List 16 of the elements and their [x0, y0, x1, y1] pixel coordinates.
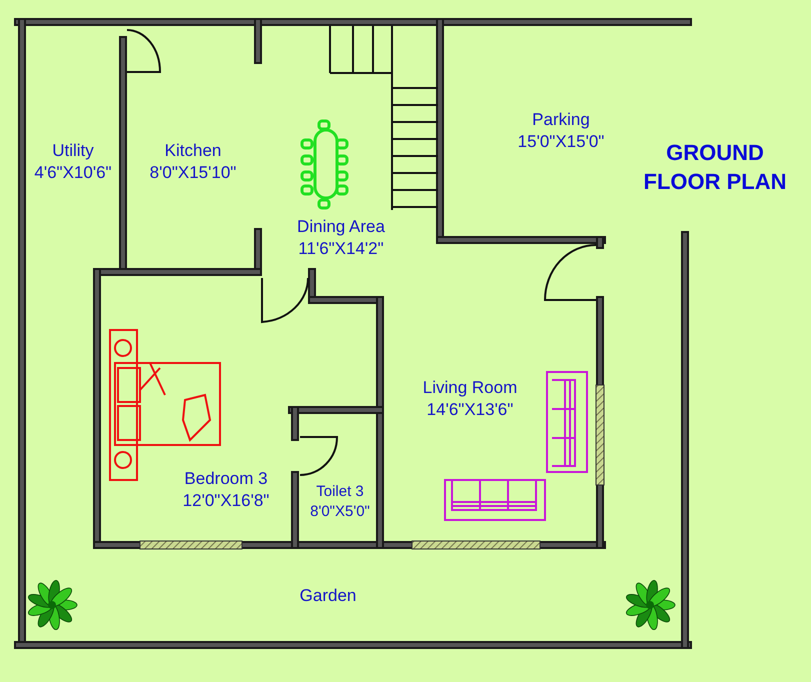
room-dimensions: 15'0"X15'0" — [518, 131, 604, 153]
room-dimensions: 11'6"X14'2" — [297, 238, 385, 260]
room-name: Kitchen — [164, 140, 222, 162]
room-dimensions: 14'6"X13'6" — [426, 399, 514, 421]
room-name: Parking — [531, 109, 591, 131]
room-name: Bedroom 3 — [183, 468, 269, 490]
room-dimensions: 8'0"X5'0" — [310, 502, 370, 522]
room-dimensions: 12'0"X16'8" — [182, 490, 270, 512]
room-name: Utility — [51, 140, 95, 162]
room-name: Dining Area — [297, 216, 385, 238]
room-name: Toilet 3 — [315, 482, 365, 502]
room-dimensions: 4'6"X10'6" — [34, 162, 112, 184]
plan-title: GROUND FLOOR PLAN — [642, 139, 788, 196]
room-name: Garden — [300, 585, 356, 607]
room-name: Living Room — [422, 377, 518, 399]
room-dimensions: 8'0"X15'10" — [150, 162, 236, 184]
